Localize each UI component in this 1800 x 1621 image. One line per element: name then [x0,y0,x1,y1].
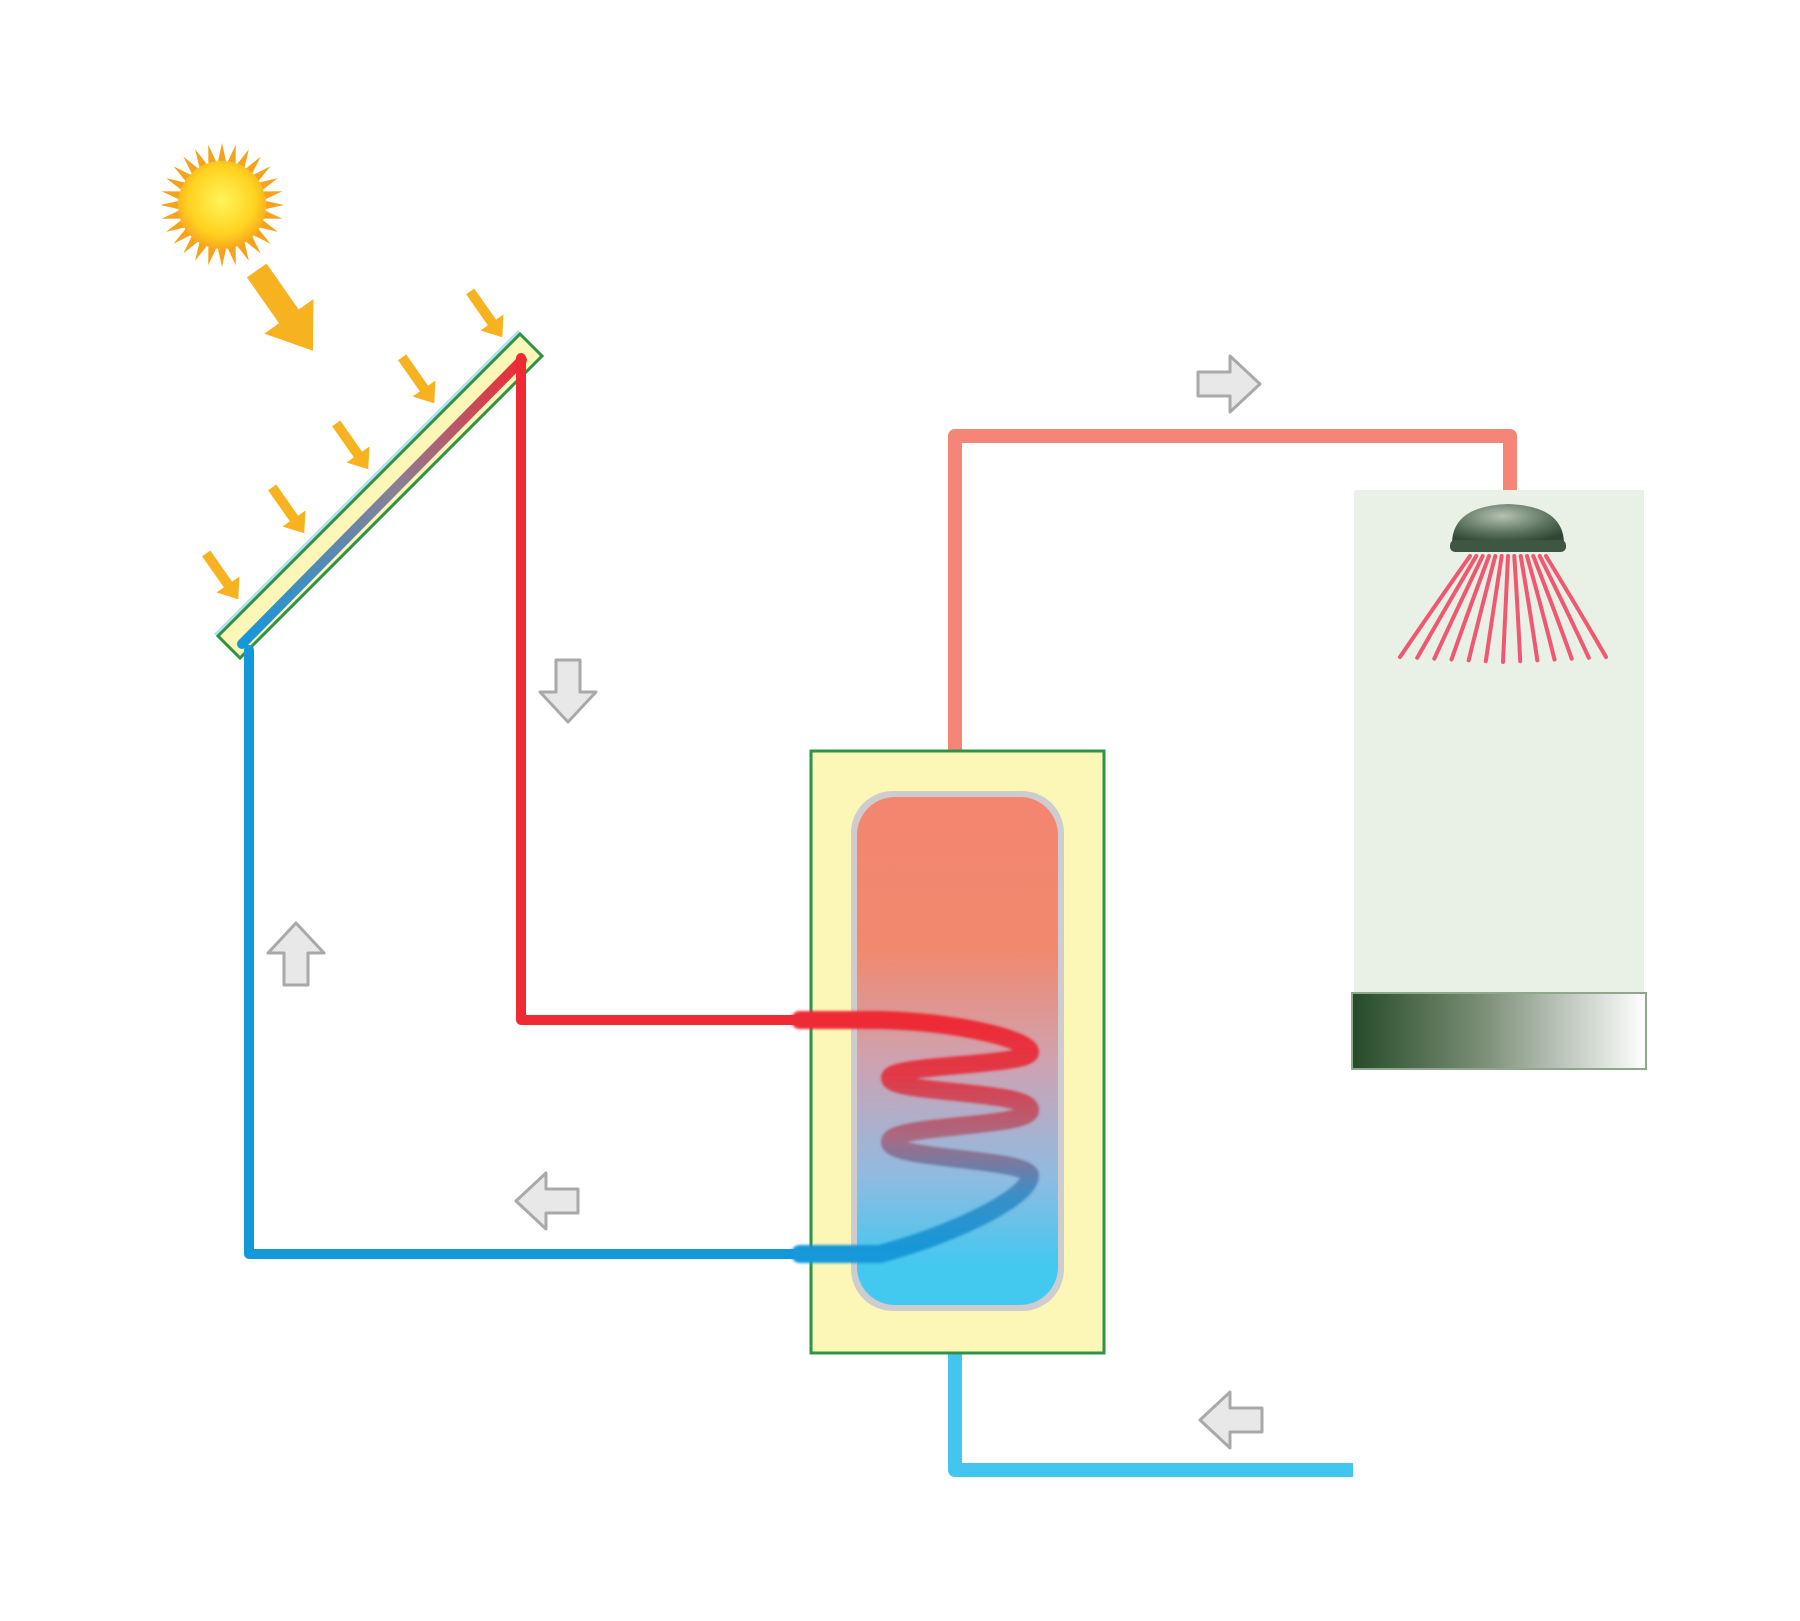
cold-return-pipe [244,645,805,1259]
shower-spray [1398,554,1608,664]
hot-water-supply-pipe [948,429,1517,797]
sunlight-arrow-icon [202,550,240,600]
cold-water-inlet-pipe [948,1300,1353,1477]
solar-panel-icon [214,330,545,661]
shower-base [1351,992,1647,1070]
water-tank-icon [809,749,1106,1355]
sunlight-arrow-icon [398,354,436,404]
shower-head-icon [1450,504,1566,552]
flow-arrow-up-icon [266,921,326,987]
hot-collector-pipe [516,353,805,1025]
flow-arrow-right-icon [1196,354,1262,414]
flow-arrow-down-icon [538,658,598,724]
sunlight-arrow-icon [466,288,504,338]
flow-arrow-left-icon [1198,1390,1264,1450]
storage-tank [791,749,1106,1355]
sunlight-arrow-icon [246,263,314,351]
sunlight-arrow-icon [268,484,306,534]
sun-icon [160,143,284,267]
shower [1351,490,1647,1070]
sunlight-arrow-icon [332,420,370,470]
coil-icon [791,1011,1039,1263]
solar-collector [214,330,545,661]
flow-arrow-left-icon [514,1171,580,1231]
